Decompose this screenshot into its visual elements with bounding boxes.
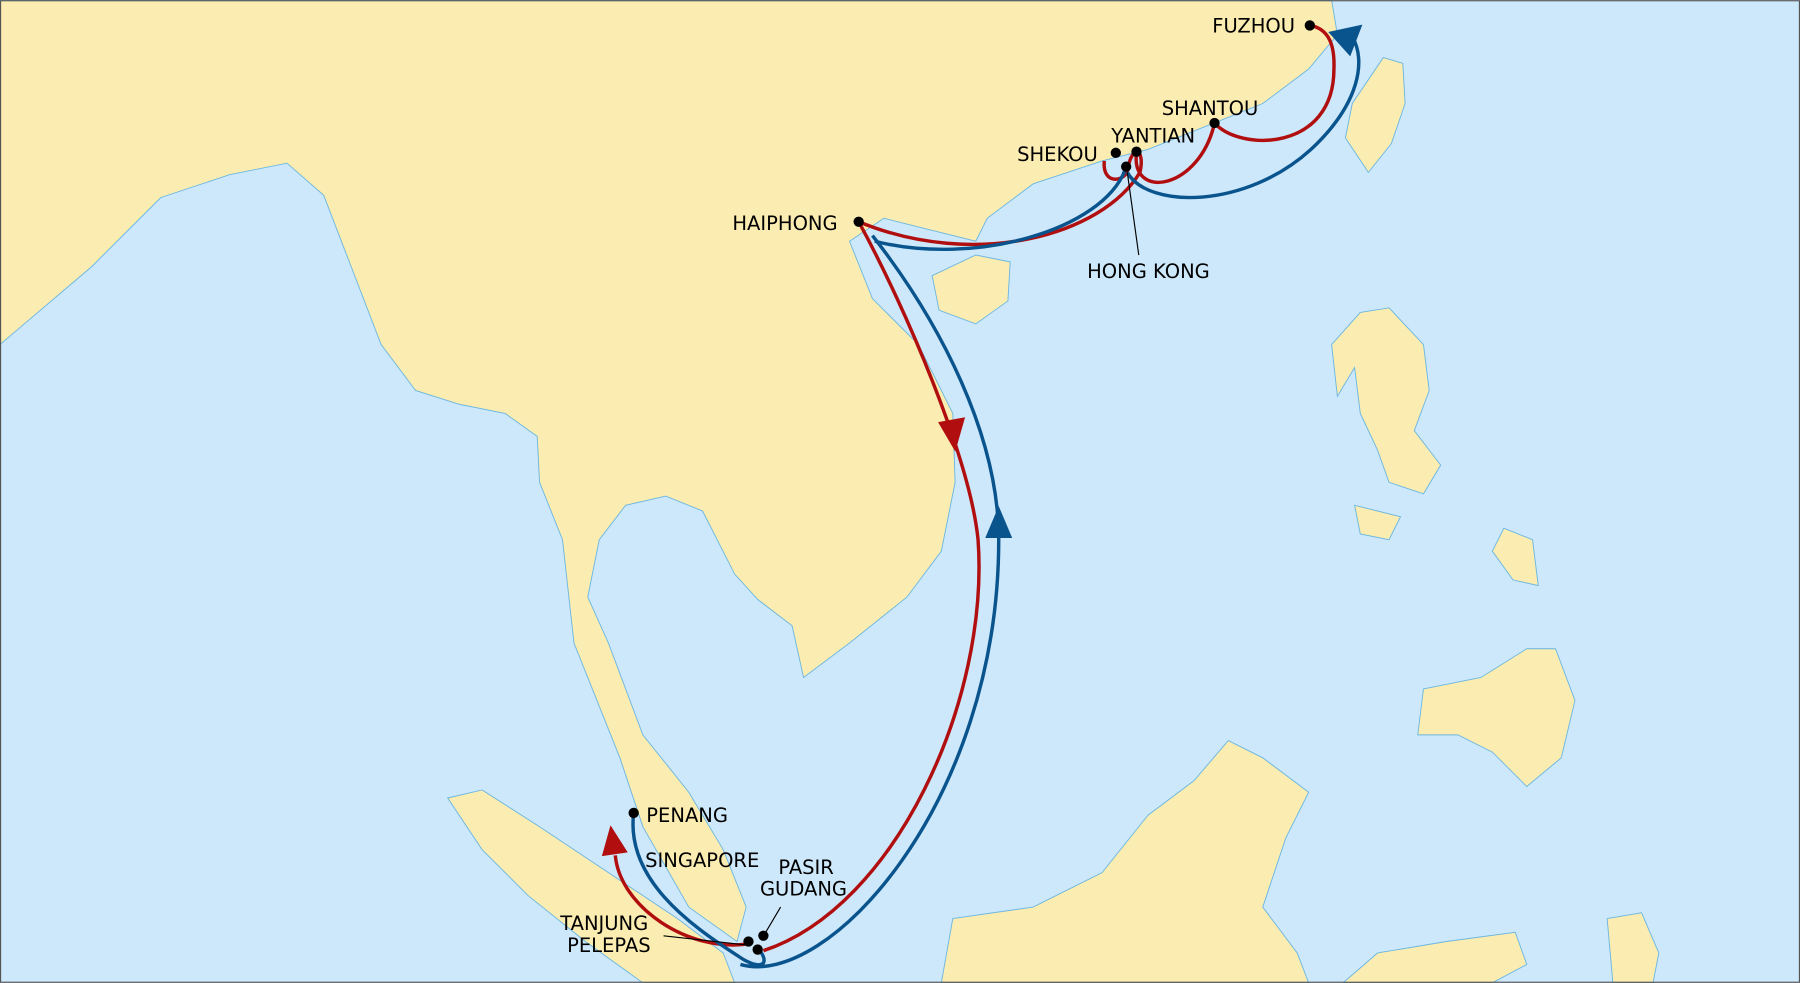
port-dot-shantou[interactable] [1209, 117, 1220, 129]
label-penang: PENANG [646, 804, 728, 827]
label-shantou: SHANTOU [1162, 97, 1259, 120]
port-markers [628, 20, 1315, 955]
port-dot-tanjung-pelepas[interactable] [752, 944, 763, 955]
blue-route-hongkong-to-fuzhou [1125, 36, 1361, 200]
luzon [1331, 307, 1442, 495]
port-dot-singapore[interactable] [743, 936, 754, 947]
red-arrow-penang [601, 825, 628, 857]
red-arrow-south [938, 417, 966, 452]
visayas [1353, 504, 1402, 541]
east-islands [1606, 912, 1660, 983]
hainan [931, 254, 1011, 325]
borneo [940, 740, 1310, 983]
blue-route [631, 24, 1363, 969]
tanjung-pelepas-leader [663, 935, 747, 946]
asia-mainland [0, 0, 1338, 943]
blue-arrow-north [985, 506, 1013, 538]
label-haiphong: HAIPHONG [732, 212, 837, 235]
label-tanjung: TANJUNG [559, 912, 648, 935]
blue-arrow-fuzhou [1328, 24, 1363, 57]
red-route-shantou-fuzhou [1213, 23, 1336, 142]
label-pasir: PASIR [778, 856, 834, 879]
blue-route-penang-singapore [631, 812, 766, 967]
port-dot-hong-kong[interactable] [1120, 161, 1132, 172]
visayas-2 [1491, 527, 1539, 587]
red-route-yantian-shantou [1134, 122, 1217, 185]
port-dot-pasir-gudang[interactable] [758, 930, 769, 941]
port-dot-fuzhou[interactable] [1304, 20, 1315, 31]
landmasses [0, 0, 1660, 983]
label-shekou: SHEKOU [1017, 143, 1098, 166]
port-dot-shekou[interactable] [1110, 147, 1121, 159]
blue-route-singapore-to-haiphong [739, 234, 1001, 969]
taiwan [1344, 57, 1406, 174]
label-gudang: GUDANG [760, 878, 847, 901]
leader-lines [663, 172, 1140, 946]
port-dot-haiphong[interactable] [853, 216, 864, 227]
port-labels: FUZHOU SHANTOU YANTIAN SHEKOU HONG KONG … [559, 14, 1295, 957]
red-route-haiphong-to-singapore [762, 220, 981, 953]
label-hong-kong: HONG KONG [1087, 260, 1210, 283]
label-fuzhou: FUZHOU [1212, 14, 1295, 37]
sumatra [446, 789, 736, 983]
blue-route-hongkong-to-haiphong [874, 169, 1127, 252]
label-yantian: YANTIAN [1110, 125, 1195, 148]
port-dot-yantian[interactable] [1131, 146, 1142, 157]
mindanao [1417, 648, 1576, 788]
hong-kong-leader [1126, 172, 1140, 256]
label-singapore: SINGAPORE [645, 849, 759, 872]
pasir-gudang-leader [765, 906, 782, 933]
port-dot-penang[interactable] [628, 807, 639, 819]
label-pelepas: PELEPAS [567, 934, 651, 957]
red-route-singapore-penang [613, 855, 749, 947]
